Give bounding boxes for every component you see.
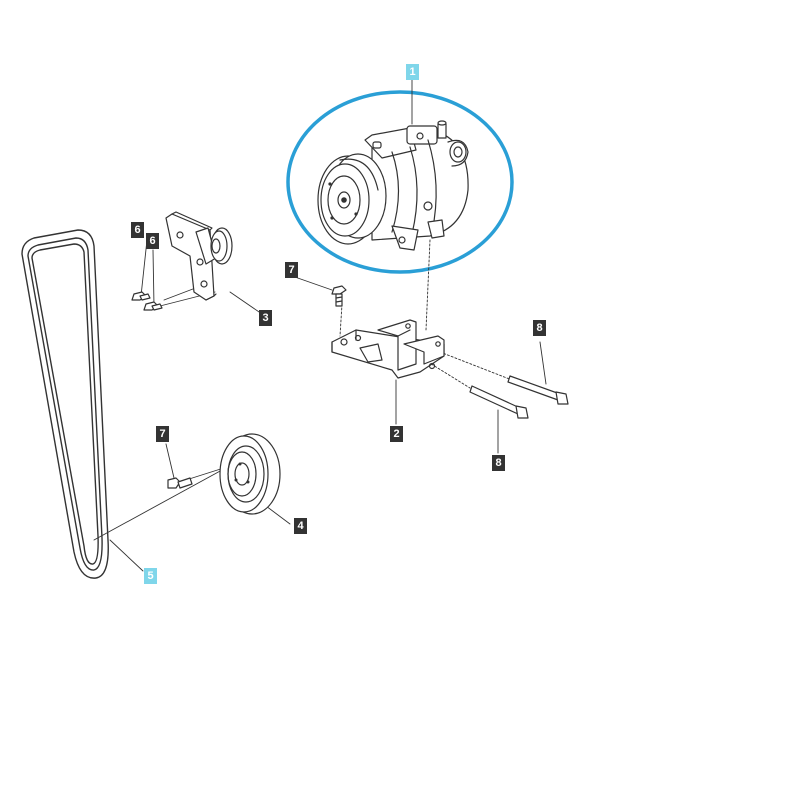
screw[interactable] bbox=[331, 285, 347, 307]
callout-1[interactable]: 1 bbox=[406, 64, 419, 80]
tensioner-bracket[interactable] bbox=[165, 211, 233, 301]
leader-lines bbox=[93, 79, 547, 572]
callout-5[interactable]: 5 bbox=[144, 568, 157, 584]
pulley[interactable] bbox=[219, 433, 281, 515]
screw[interactable] bbox=[167, 477, 193, 489]
highlight-ring bbox=[286, 90, 514, 274]
callout-7b[interactable]: 7 bbox=[156, 426, 169, 442]
callout-6a[interactable]: 6 bbox=[131, 222, 144, 238]
callout-2[interactable]: 2 bbox=[390, 426, 403, 442]
callout-7a[interactable]: 7 bbox=[285, 262, 298, 278]
callout-3[interactable]: 3 bbox=[259, 310, 272, 326]
bolt[interactable] bbox=[131, 291, 151, 301]
compressor-bracket[interactable] bbox=[331, 319, 445, 379]
bolt[interactable] bbox=[143, 301, 163, 311]
compressor[interactable] bbox=[317, 120, 469, 251]
callout-8a[interactable]: 8 bbox=[533, 320, 546, 336]
long-bolt[interactable] bbox=[507, 375, 569, 405]
callout-4[interactable]: 4 bbox=[294, 518, 307, 534]
long-bolt[interactable] bbox=[469, 385, 529, 419]
callout-8b[interactable]: 8 bbox=[492, 455, 505, 471]
drive-belt[interactable] bbox=[21, 229, 109, 579]
callout-6b[interactable]: 6 bbox=[146, 233, 159, 249]
